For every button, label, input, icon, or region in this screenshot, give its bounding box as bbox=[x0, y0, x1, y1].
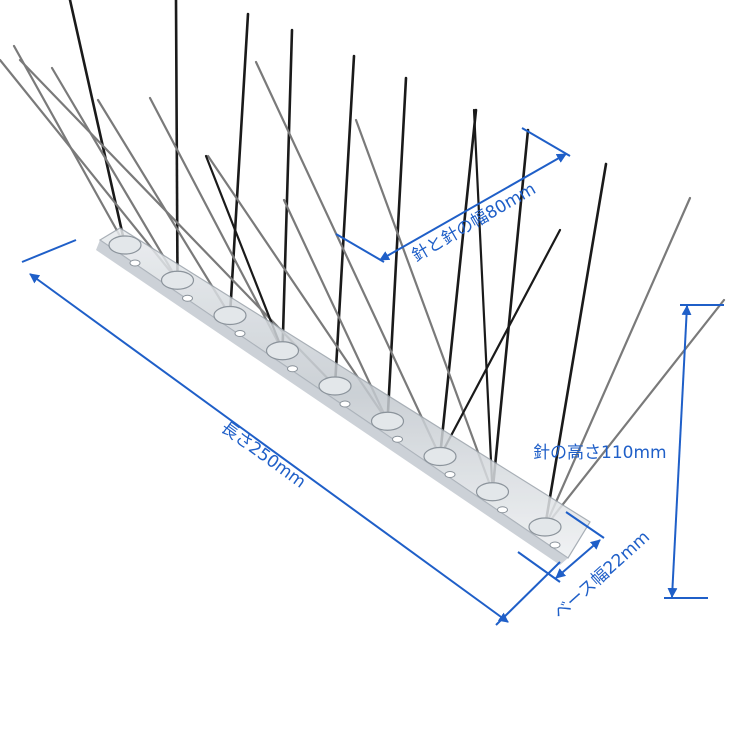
spike-needle bbox=[0, 58, 179, 282]
spike-needle bbox=[543, 196, 692, 529]
spike-needle bbox=[68, 0, 127, 247]
spacing-dimension: 針と針の幅80mm bbox=[335, 127, 571, 266]
spike-needle bbox=[174, 0, 179, 282]
spike-needle bbox=[281, 28, 294, 353]
length-label: 長さ250mm bbox=[217, 418, 309, 493]
spike-needle bbox=[50, 66, 179, 282]
spike-needle bbox=[543, 162, 608, 529]
spike-needle bbox=[438, 108, 478, 458]
spike-mount-group bbox=[108, 235, 562, 549]
spike-needle bbox=[333, 54, 356, 388]
height-dimension: 針の高さ110mm bbox=[533, 304, 724, 599]
spike-needle bbox=[543, 298, 726, 529]
spike-needle bbox=[228, 12, 250, 317]
spike-needle bbox=[472, 108, 494, 493]
length-dimension: 長さ250mm bbox=[21, 239, 561, 626]
spike-clip bbox=[108, 235, 142, 267]
height-label: 針の高さ110mm bbox=[533, 443, 667, 463]
spike-clip bbox=[528, 517, 562, 549]
